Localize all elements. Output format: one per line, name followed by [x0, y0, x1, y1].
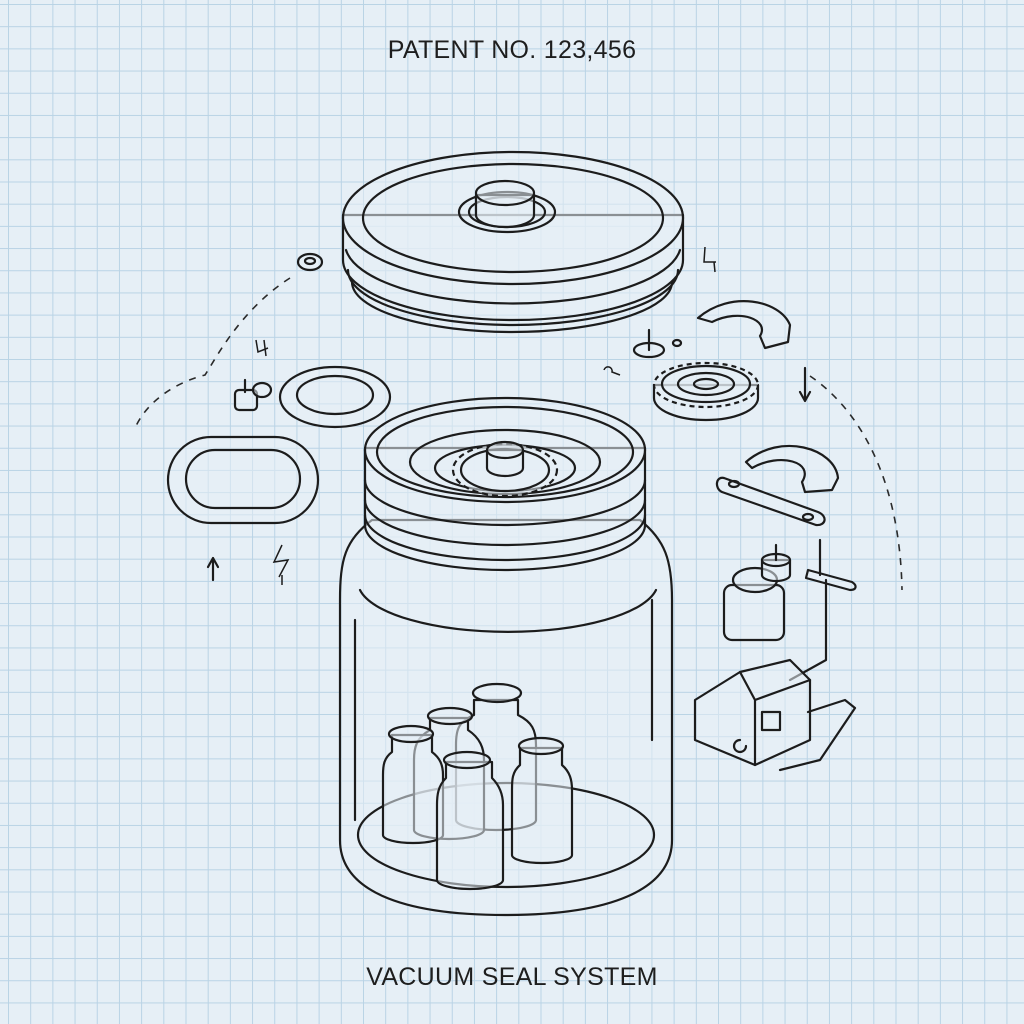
patent-number: PATENT NO. 123,456 [387, 36, 637, 64]
annotation-mark [603, 366, 621, 376]
half-gear-upper [696, 300, 792, 350]
vials [381, 682, 574, 891]
dashed-path-left [134, 277, 291, 429]
lever-switch [788, 538, 857, 682]
dashed-path-right [809, 375, 903, 591]
arrow-down [798, 366, 812, 403]
annotation-mark [255, 339, 269, 357]
drawing-caption: VACUUM SEAL SYSTEM [366, 963, 658, 991]
pin-washer [632, 328, 683, 359]
sealing-ring [278, 365, 392, 429]
annotation-mark [703, 246, 716, 273]
arrow-up [206, 556, 220, 582]
annotation-mark [272, 544, 290, 585]
gasket-oval [166, 435, 320, 525]
drive-gear [451, 440, 559, 498]
motor [693, 658, 857, 772]
spur-gear [652, 361, 760, 422]
small-washer [296, 252, 324, 272]
actuator-cylinder [722, 543, 792, 642]
half-gear-lower [744, 445, 840, 494]
valve-fitting [233, 378, 273, 412]
linkage-bar [715, 476, 826, 527]
lid [341, 150, 685, 334]
